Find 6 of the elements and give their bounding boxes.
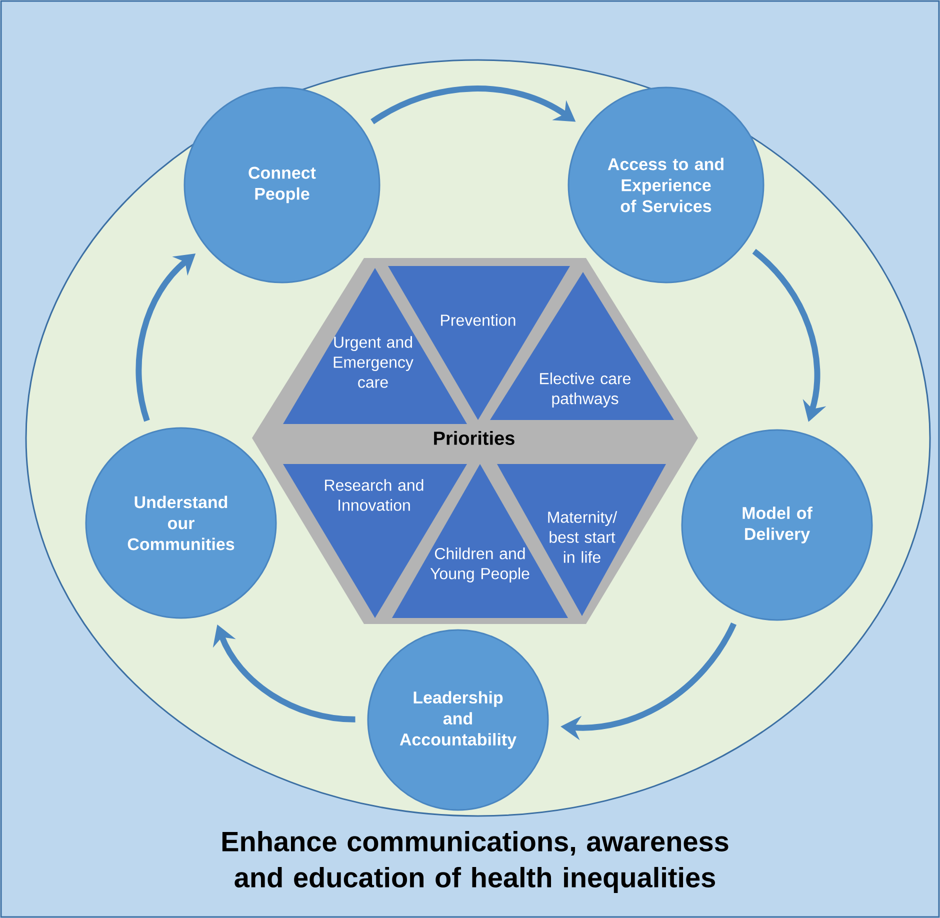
circle-node: Understand our Communities xyxy=(85,427,277,619)
circle-node: Access to and Experience of Services xyxy=(568,86,764,284)
circle-node: Model of Delivery xyxy=(681,429,873,621)
title: Enhance communications, awareness and education of health inequalities xyxy=(222,830,728,894)
circle-node: Leadership and Accountability xyxy=(367,629,549,811)
circle-node: Connect People xyxy=(184,86,380,284)
